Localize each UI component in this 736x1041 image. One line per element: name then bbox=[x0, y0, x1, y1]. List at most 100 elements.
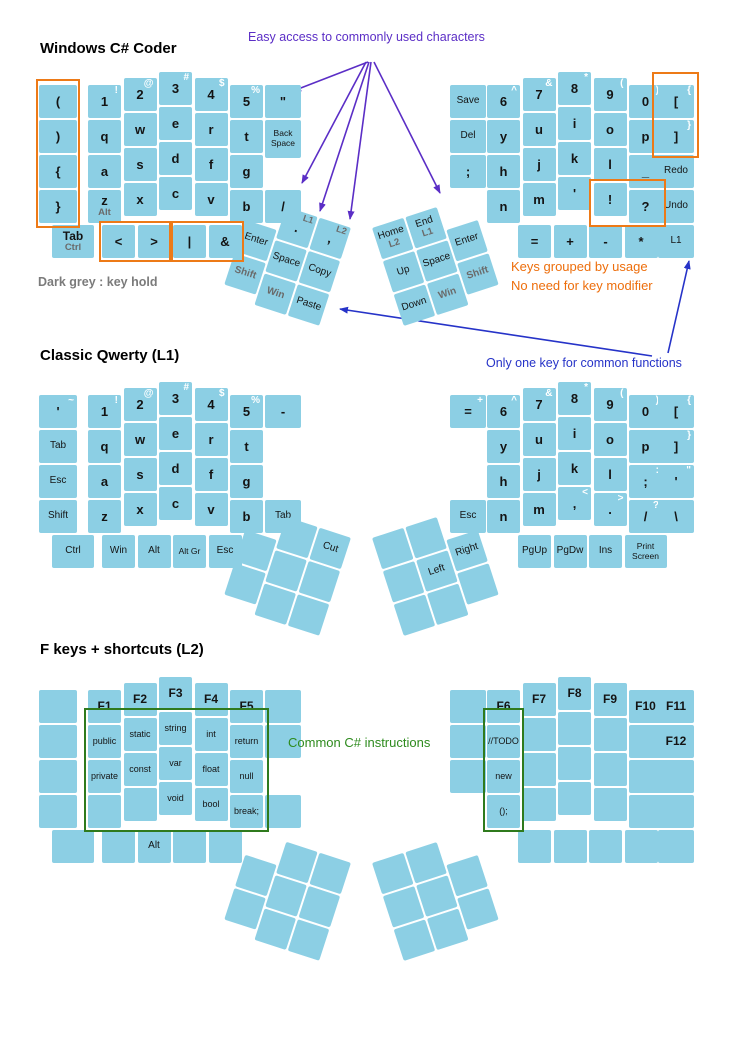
key-main-label: . bbox=[608, 501, 612, 517]
key-5: 5% bbox=[230, 395, 263, 428]
key-legend: Esc bbox=[39, 465, 77, 498]
key-shift-label: % bbox=[251, 395, 260, 406]
key-legend: d bbox=[159, 142, 192, 175]
key-legend: 8 bbox=[558, 72, 591, 105]
key-f12: F12 bbox=[658, 725, 694, 758]
key-legend: 5 bbox=[230, 85, 263, 118]
key-4: 4$ bbox=[194, 78, 228, 111]
key-main-label: var bbox=[169, 757, 182, 768]
key-legend: (); bbox=[487, 795, 520, 828]
key-main-label: 8 bbox=[570, 390, 579, 406]
key-legend: [ bbox=[658, 395, 694, 428]
key-main-label: 7 bbox=[535, 86, 543, 102]
key-legend: L1 bbox=[658, 225, 694, 258]
key-main-label: b bbox=[242, 508, 251, 524]
key-hold-label: Ctrl bbox=[64, 241, 82, 253]
key-blank bbox=[173, 830, 206, 863]
key-legend: s bbox=[124, 458, 157, 491]
key-n: n bbox=[487, 500, 520, 533]
key-main-label: g bbox=[242, 473, 251, 489]
key-legend: ] bbox=[658, 430, 694, 463]
key-x: x bbox=[123, 183, 157, 216]
key-apostrophe: '~ bbox=[39, 395, 77, 428]
key-main-label: F9 bbox=[602, 692, 617, 707]
key-main-label: d bbox=[171, 150, 180, 166]
key-legend: ] bbox=[658, 120, 694, 153]
key-main-label: L1 bbox=[670, 235, 682, 247]
key-main-label: _ bbox=[641, 163, 650, 179]
key-shift-label: } bbox=[687, 120, 691, 131]
key-f8: F8 bbox=[558, 677, 591, 710]
key-open-brace: { bbox=[39, 155, 77, 188]
key-legend: ' bbox=[558, 177, 591, 210]
key-main-label: " bbox=[279, 93, 287, 109]
key-k: k bbox=[558, 142, 591, 175]
key-main-label: F2 bbox=[132, 692, 147, 707]
note-only-one-key: Only one key for common functions bbox=[486, 356, 682, 370]
key-2: 2@ bbox=[123, 388, 157, 421]
key-legend: q bbox=[88, 120, 121, 153]
key-legend: a bbox=[88, 465, 121, 498]
key-shift-label: & bbox=[545, 388, 553, 399]
key-legend: Alt bbox=[138, 830, 171, 863]
key-legend: j bbox=[523, 148, 556, 181]
key-main-label: F11 bbox=[665, 699, 686, 714]
key-d: d bbox=[159, 142, 192, 175]
key-ins: Ins bbox=[589, 535, 622, 568]
key-alt: Alt bbox=[137, 830, 171, 863]
key-main-label: void bbox=[167, 792, 184, 803]
key-main-label: const bbox=[129, 763, 151, 774]
key-main-label: F3 bbox=[168, 686, 183, 701]
key-legend: return bbox=[230, 725, 263, 758]
key-legend bbox=[265, 690, 301, 723]
key-main-label: ( bbox=[55, 93, 61, 109]
key-blank bbox=[52, 830, 94, 863]
key-main-label: [ bbox=[673, 93, 679, 109]
key-main-label: w bbox=[134, 121, 146, 137]
key-legend: F10 bbox=[629, 690, 662, 723]
key-legend: p bbox=[629, 120, 662, 153]
key-semicolon: ;: bbox=[629, 465, 662, 498]
note-common-csharp-instructions: Common C# instructions bbox=[288, 735, 431, 750]
key-main-label: Print Screen bbox=[632, 540, 659, 561]
key-main-label: F7 bbox=[531, 692, 546, 707]
key-legend: . bbox=[594, 493, 627, 526]
key-legend: 2 bbox=[124, 388, 157, 421]
key-legend: t bbox=[230, 120, 263, 153]
key-legend: 8 bbox=[558, 382, 591, 415]
key-main-label: PgUp bbox=[521, 545, 547, 557]
key-blank bbox=[553, 830, 587, 863]
key-legend bbox=[523, 788, 556, 821]
key-legend: Win bbox=[102, 535, 135, 568]
key-legend bbox=[450, 760, 486, 793]
key-2: 2@ bbox=[123, 78, 157, 111]
key-legend bbox=[39, 690, 77, 723]
key-legend: < bbox=[102, 225, 135, 258]
key-main-label: & bbox=[220, 233, 230, 249]
key-main-label: break; bbox=[233, 805, 259, 816]
key-legend: - bbox=[589, 225, 622, 258]
key-main-label: Esc bbox=[216, 545, 234, 557]
key-main-label: = bbox=[464, 403, 472, 419]
key-4: 4$ bbox=[194, 388, 228, 421]
key-legend: f bbox=[195, 148, 228, 181]
key-legend: k bbox=[558, 142, 591, 175]
key-shift-label: ) bbox=[656, 396, 659, 406]
key-main-label: 9 bbox=[606, 396, 614, 412]
key-main-label: static bbox=[129, 728, 151, 739]
key-main-label: a bbox=[100, 163, 109, 179]
key-parens-semicolon: (); bbox=[487, 795, 520, 828]
key-b: b bbox=[230, 190, 263, 223]
key-blank bbox=[558, 712, 591, 745]
key-main-label: y bbox=[499, 438, 508, 454]
key-main-label: Left bbox=[427, 562, 447, 579]
key-legend: 7 bbox=[523, 78, 556, 111]
key-greater-than: > bbox=[137, 225, 171, 258]
key-main-label: o bbox=[606, 431, 614, 447]
key-minus: - bbox=[589, 225, 622, 258]
key-bool: bool bbox=[194, 788, 228, 821]
key-legend: Shift bbox=[39, 500, 77, 533]
key-legend bbox=[589, 830, 622, 863]
key-3: 3# bbox=[159, 382, 192, 415]
key-legend: Esc bbox=[209, 535, 242, 568]
